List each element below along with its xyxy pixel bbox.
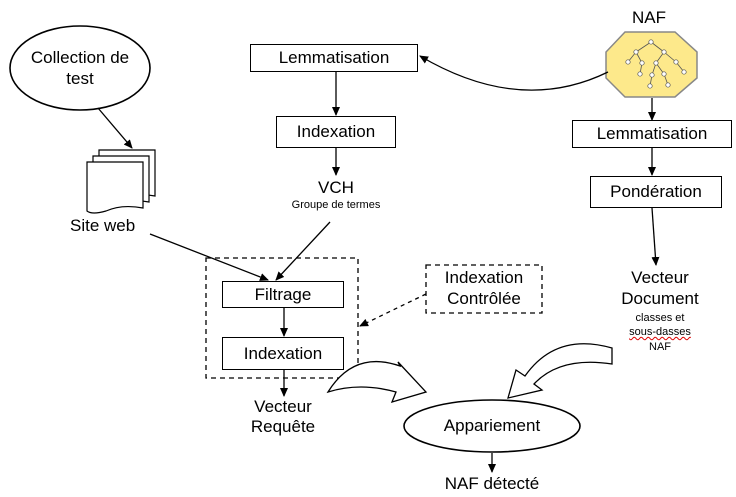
edge-naf-to-lemmatisation <box>419 55 609 91</box>
filtrage-box: Filtrage <box>222 281 344 308</box>
dashed-controlled-box <box>425 264 543 314</box>
edge-controlled-to-group <box>359 293 427 327</box>
lemmatisation-left-box: Lemmatisation <box>250 44 418 72</box>
vecteur-requete-line1: Vecteur <box>254 397 312 416</box>
vecteur-requete-line2: Requête <box>250 417 316 436</box>
edge-site-to-filtrage <box>149 233 269 281</box>
vd-sub-line1: classes et <box>635 312 685 324</box>
lemmatisation-right-box: Lemmatisation <box>572 120 732 148</box>
collection-ellipse <box>9 25 151 111</box>
ponderation-box: Pondération <box>590 176 722 208</box>
appariement-label: Appariement <box>443 416 541 435</box>
collection-text: Collection de test <box>30 48 130 88</box>
vch-label: VCH <box>318 178 354 197</box>
dashed-group-box <box>205 257 359 379</box>
naf-label: NAF <box>632 8 666 27</box>
vd-sub-line2: sous-dasses <box>629 326 691 338</box>
collection-label: Collection de test <box>30 47 130 89</box>
appariement-ellipse <box>403 399 581 453</box>
indexation-controlee-line2: Contrôlée <box>447 289 521 308</box>
site-web-label: Site web <box>70 216 136 235</box>
edge-pond-to-vecteur-doc <box>651 207 660 266</box>
indexation-top-box: Indexation <box>276 116 396 148</box>
vecteur-document-line1: Vecteur <box>631 268 689 287</box>
vch-sublabel: Groupe de termes <box>291 199 381 211</box>
naf-detecte-label: NAF détecté <box>444 474 540 493</box>
block-arrow-left <box>326 360 428 404</box>
naf-tree-icon <box>605 31 698 98</box>
indexation-bottom-box: Indexation <box>222 337 344 370</box>
indexation-controlee-line1: Indexation <box>444 268 524 287</box>
documents-stack-icon <box>86 149 156 214</box>
vd-sub-line3: NAF <box>649 341 671 353</box>
vecteur-document-line2: Document <box>621 289 699 308</box>
edge-vch-to-filtrage <box>275 221 331 281</box>
block-arrow-right <box>507 343 613 399</box>
edge-collection-to-site <box>97 107 133 149</box>
